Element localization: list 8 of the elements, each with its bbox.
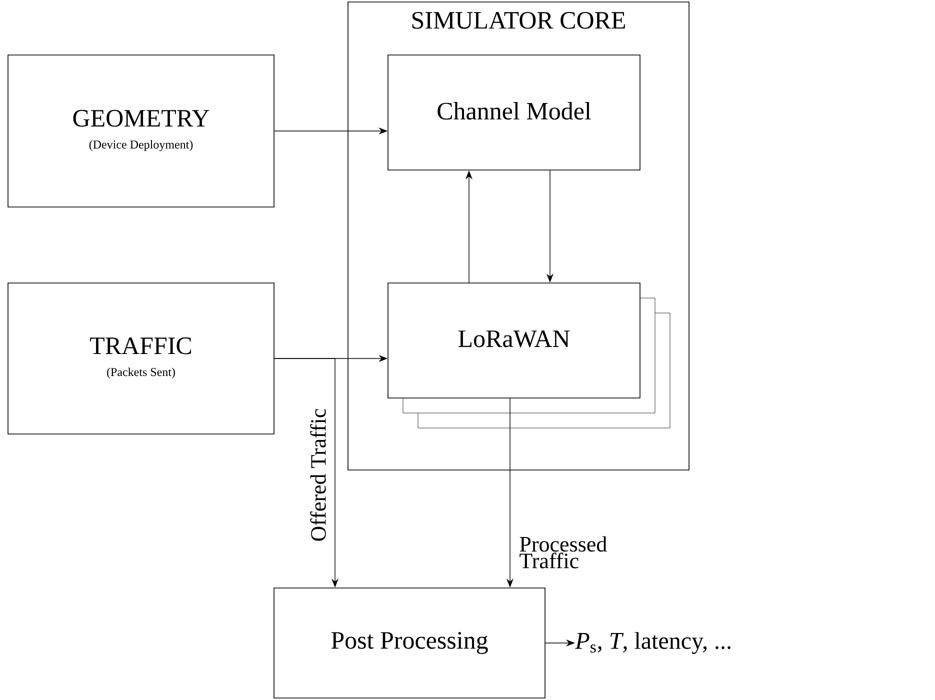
- process-box: GEOMETRY (Device Deployment): [8, 54, 274, 208]
- edge-label: Offered Traffic: [310, 408, 326, 541]
- process-box: Channel Model: [388, 54, 640, 170]
- stacked-process-box: LoRaWAN: [388, 282, 640, 398]
- process-box: Post Processing: [274, 588, 546, 698]
- output-text: P$_{s}$, T, latency, ...: [575, 632, 730, 654]
- edge-label: Processed Traffic: [520, 536, 607, 568]
- process-box: TRAFFIC (Packets Sent): [8, 282, 274, 434]
